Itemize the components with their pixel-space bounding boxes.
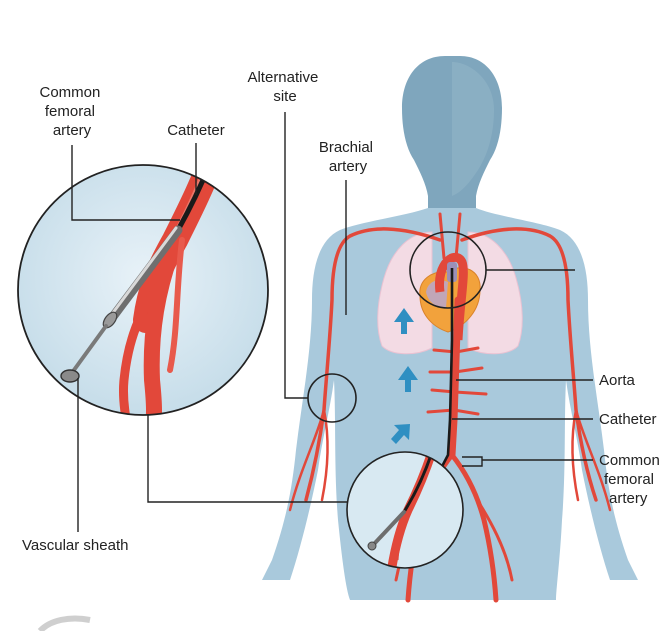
arrow-up-icon: [398, 366, 418, 392]
zoom-artery-branch-a: [142, 242, 180, 415]
leader-zoom-to-groin: [147, 415, 347, 503]
left-arm-artery: [304, 227, 442, 502]
leader-common-femoral-left: [71, 145, 180, 221]
zoom-artery-branch-b: [119, 280, 165, 415]
zoom-circle: [17, 164, 269, 416]
zoom-catheter: [175, 165, 218, 233]
left-lung: [377, 231, 433, 355]
label-common-femoral-artery-right: Common femoral artery: [599, 452, 664, 507]
arrow-diagonal-icon: [391, 424, 410, 444]
label-aorta: Aorta: [599, 372, 636, 389]
label-common-femoral-artery-left: Common femoral artery: [39, 84, 104, 139]
zoom-sheath-tube: [72, 324, 108, 372]
small-catheter: [402, 452, 434, 513]
right-iliac: [449, 452, 499, 603]
face-shadow: [452, 62, 494, 196]
left-forearm-branch-2: [320, 408, 329, 502]
leader-common-femoral-right: [462, 456, 593, 467]
lungs: [377, 231, 523, 355]
flow-arrows: [391, 308, 418, 444]
small-sheath: [372, 510, 406, 546]
zoom-sheath-hub: [60, 369, 80, 383]
right-lung: [467, 231, 523, 355]
labels: Common femoral artery Catheter Alternati…: [22, 69, 664, 554]
groin-zoom-small: [346, 451, 464, 569]
leader-lines: [71, 112, 593, 532]
zoom-artery-branch-c: [167, 237, 185, 373]
zoom-sheath-shine: [110, 226, 178, 316]
label-vascular-sheath: Vascular sheath: [22, 537, 128, 554]
label-catheter-left: Catheter: [167, 122, 225, 139]
leader-alternative-site: [284, 112, 308, 399]
arteries: [288, 212, 612, 603]
arrow-up-icon: [394, 308, 414, 334]
carotid-right: [454, 212, 462, 260]
label-catheter-right: Catheter: [599, 411, 657, 428]
right-leg-branch: [474, 496, 514, 582]
heart: [419, 253, 481, 341]
small-sheath-hub: [367, 541, 377, 551]
right-arm-artery: [460, 227, 598, 502]
decorative-arc: [37, 615, 91, 631]
label-brachial-artery: Brachial artery: [319, 139, 377, 175]
zoom-sheath: [107, 225, 183, 323]
carotid-left: [438, 212, 446, 260]
aorta-trunk: [448, 296, 462, 459]
label-alternative-site: Alternative site: [247, 69, 322, 105]
